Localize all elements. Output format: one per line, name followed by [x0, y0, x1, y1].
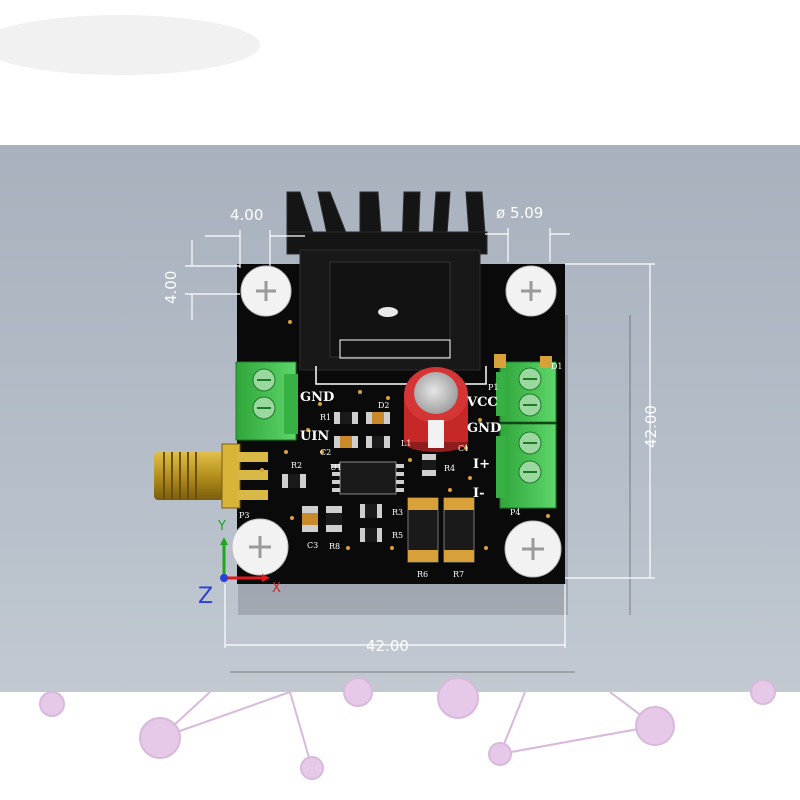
designator-r4: R4 [444, 464, 455, 473]
designator-r1: R1 [320, 413, 331, 422]
designator-d2: D2 [378, 401, 390, 410]
designator-c3: C3 [307, 541, 318, 550]
dimension-lines [185, 228, 655, 648]
designator-r2: R2 [291, 461, 302, 470]
mounting-hole-top-right [505, 265, 557, 317]
terminal-block-right-top [496, 361, 557, 423]
dim-hole-diameter-label: ø 5.09 [496, 204, 543, 222]
top-blur-smudge [0, 15, 260, 75]
bottom-background [0, 692, 800, 800]
designator-r6: R6 [417, 570, 428, 579]
dim-left-side-label: 4.00 [162, 271, 180, 304]
designator-l1: L1 [401, 439, 411, 448]
designator-c1: C1 [458, 444, 469, 453]
terminal-label-uin: UIN [300, 429, 329, 444]
dim-board-width-label: 42.00 [366, 637, 409, 655]
dim-board-height-label: 42.00 [642, 405, 660, 448]
terminal-block-left [235, 361, 298, 441]
axis-triad [220, 537, 270, 582]
smd-components [282, 354, 552, 563]
terminal-label-vcc: VCC [466, 395, 498, 410]
axis-label-y: Y [217, 519, 226, 534]
mounting-hole-top-left [240, 265, 292, 317]
designator-r3: R3 [392, 508, 403, 517]
designator-d1: D1 [551, 362, 563, 371]
terminal-label-gnd-right: GND [467, 421, 501, 436]
axis-label-z: Z [198, 584, 213, 609]
axis-label-x: X [272, 581, 281, 596]
capacitor-c1 [404, 367, 468, 452]
regulator-pins-outline [339, 339, 451, 359]
designator-c2: C2 [320, 448, 331, 457]
designator-p1: P1 [488, 383, 498, 392]
heatsink [286, 191, 488, 255]
designator-u1: U1 [330, 463, 342, 472]
terminal-label-gnd-left: GND [300, 390, 334, 405]
terminal-label-iplus: I+ [473, 457, 490, 472]
terminal-label-iminus: I- [473, 486, 484, 501]
sma-connector [154, 443, 268, 509]
regulator-silkscreen [315, 366, 487, 385]
designator-p3: P3 [239, 511, 249, 520]
mounting-hole-bottom-left [231, 518, 289, 576]
dim-top-left-label: 4.00 [230, 206, 263, 224]
regulator-screw-hole [378, 307, 398, 317]
terminal-block-right-bottom [496, 423, 557, 509]
designator-r5: R5 [392, 531, 403, 540]
designator-r8: R8 [329, 542, 340, 551]
designator-p4: P4 [510, 508, 520, 517]
designator-r7: R7 [453, 570, 464, 579]
molecule-decoration [39, 677, 776, 780]
mounting-hole-bottom-right [504, 520, 562, 578]
pcb-vias [260, 320, 550, 550]
